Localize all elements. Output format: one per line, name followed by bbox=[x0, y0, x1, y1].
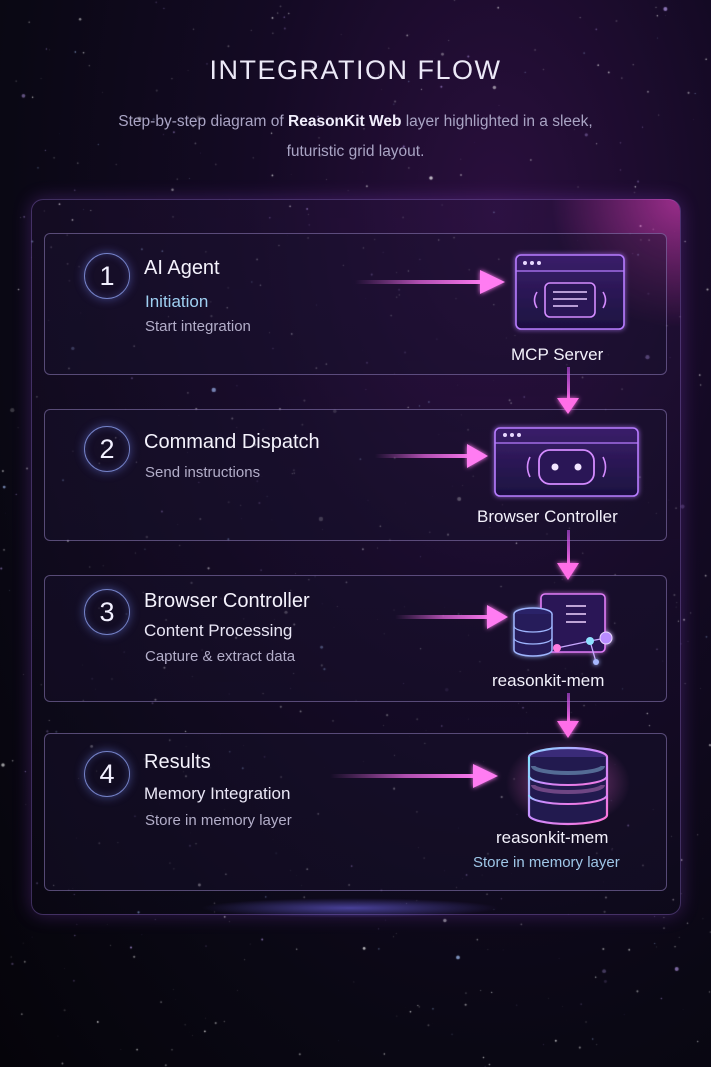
subtitle-text-end: layer highlighted in a sleek, futuristic… bbox=[286, 113, 593, 160]
subtitle-text-start: Step-by-step diagram of bbox=[118, 113, 289, 130]
step-4-target-sublabel: Store in memory layer bbox=[473, 854, 620, 871]
page-title: INTEGRATION FLOW bbox=[209, 55, 502, 85]
step-4-title: Results bbox=[144, 751, 211, 773]
page-subtitle: Step-by-step diagram of ReasonKit Web la… bbox=[105, 107, 606, 167]
step-3-description: Capture & extract data bbox=[145, 648, 296, 665]
step-3-title: Browser Controller bbox=[144, 590, 310, 612]
step-1-title: AI Agent bbox=[144, 257, 220, 279]
step-4-subtitle: Memory Integration bbox=[144, 784, 291, 803]
step-3-number: 3 bbox=[84, 589, 130, 635]
step-2-title: Command Dispatch bbox=[144, 431, 320, 453]
database-document-icon bbox=[513, 593, 613, 665]
step-1-number: 1 bbox=[84, 253, 130, 299]
step-2-description: Send instructions bbox=[145, 464, 261, 481]
step-3-target-label: reasonkit-mem bbox=[492, 671, 605, 690]
step-3-arrow bbox=[395, 605, 508, 629]
glowing-database-icon bbox=[506, 739, 630, 827]
step-4-number: 4 bbox=[84, 751, 130, 797]
step-1-subtitle: Initiation bbox=[145, 292, 209, 311]
step-1-target-label: MCP Server bbox=[511, 345, 604, 364]
connector-arrow-3-4 bbox=[557, 693, 579, 738]
mcp-server-icon bbox=[515, 254, 625, 330]
step-2-arrow bbox=[375, 444, 488, 468]
connector-arrow-2-3 bbox=[557, 530, 579, 580]
step-2-number: 2 bbox=[84, 426, 130, 472]
subtitle-product-name: ReasonKit Web bbox=[288, 113, 402, 130]
step-1-arrow bbox=[355, 270, 505, 294]
connector-arrow-1-2 bbox=[557, 367, 579, 414]
step-1-description: Start integration bbox=[145, 318, 251, 335]
step-4-target-label: reasonkit-mem bbox=[496, 828, 609, 847]
step-4-description: Store in memory layer bbox=[145, 812, 292, 829]
frame-bottom-glow bbox=[200, 898, 500, 918]
step-3-subtitle: Content Processing bbox=[144, 621, 293, 640]
robot-window-icon bbox=[494, 427, 639, 497]
step-4-arrow bbox=[330, 764, 498, 788]
step-2-target-label: Browser Controller bbox=[477, 507, 618, 526]
